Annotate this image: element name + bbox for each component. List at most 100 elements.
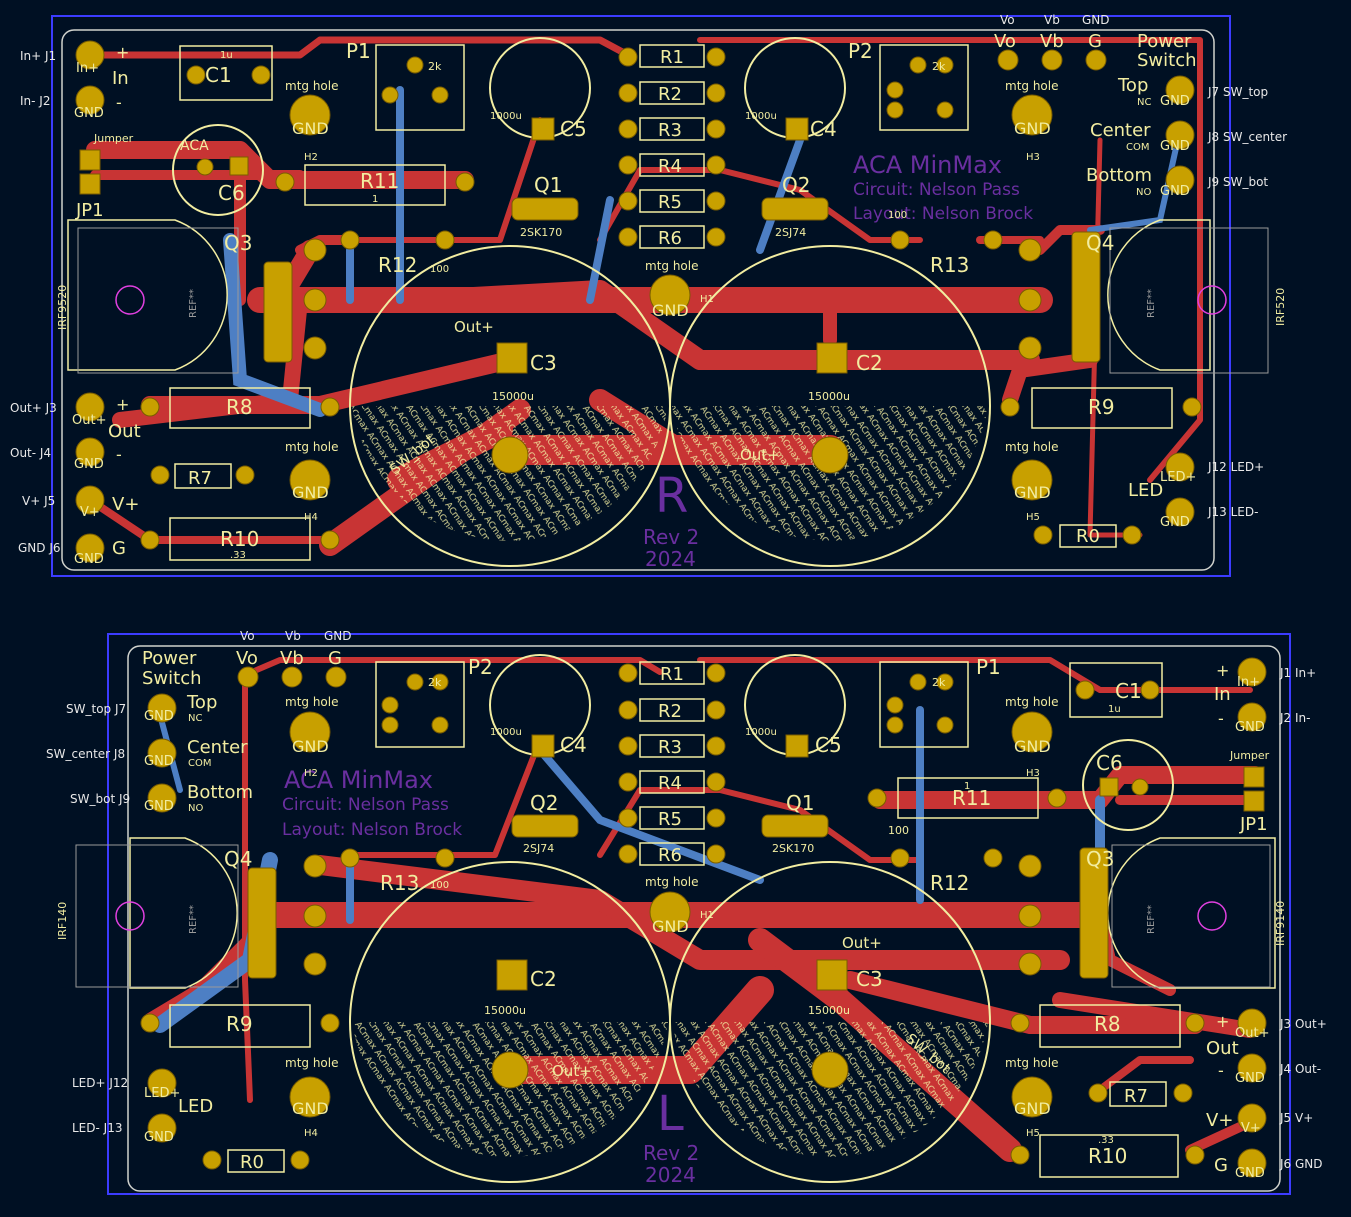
pad-label: GND: [1235, 1071, 1265, 1086]
pad-label: GND: [1160, 139, 1190, 154]
mtg-hole-label: mtg hole: [285, 440, 339, 454]
ref-c6: C6: [1096, 751, 1123, 775]
q3-package-outline: [77, 227, 239, 374]
pad-label: GND: [144, 799, 174, 814]
ref-p2: P2: [468, 655, 493, 679]
value-q2: 2SJ74: [775, 226, 806, 239]
ref-c3: C3: [856, 967, 883, 991]
conn-ref: SW_top J7: [66, 702, 126, 716]
pad-label: V+: [80, 505, 100, 520]
switch-title: Power: [142, 648, 197, 669]
refstar-left: REF**: [188, 905, 199, 934]
pad-symbol: -: [1218, 709, 1224, 728]
q3-part: IRF9520: [56, 285, 69, 330]
ref-h3: H3: [1026, 768, 1040, 779]
q3-package-outline: [1111, 844, 1271, 988]
capacitor-c6-body: [172, 124, 264, 216]
top-pin-ref: Vb: [1044, 13, 1060, 27]
ref-r13: R13: [380, 871, 419, 895]
ref-p2: P2: [848, 39, 873, 63]
conn-ref: J4 Out-: [1279, 1062, 1321, 1076]
hole-gnd: GND: [652, 301, 689, 320]
pad-label: In+: [76, 61, 99, 76]
switch-bottom: Bottom: [187, 782, 253, 803]
back-copper-traces: [223, 86, 1183, 417]
value-c3: 15000u: [808, 1004, 850, 1017]
pad-label: GND: [74, 457, 104, 472]
conn-ref: In- J2: [20, 94, 50, 108]
pad-label: GND: [1160, 94, 1190, 109]
mtg-hole-label: mtg hole: [285, 695, 339, 709]
ref-c1: C1: [1115, 679, 1142, 703]
value-r12: 100: [430, 264, 449, 275]
ref-r10: R10: [220, 527, 259, 551]
switch-center: Center: [187, 737, 248, 758]
pad-label: GND: [1235, 1166, 1265, 1181]
pad-label: LED+: [144, 1086, 180, 1101]
hole-gnd: GND: [292, 483, 329, 502]
pad-symbol: +: [1216, 1012, 1229, 1031]
q3-mount-hole: [115, 285, 145, 315]
pad-symbol: V+: [1206, 1110, 1233, 1131]
capacitor-c6-body: [1082, 739, 1174, 831]
value-c4: 1000u: [745, 111, 777, 122]
q4-package-outline: [75, 844, 239, 988]
pad-symbol: G: [1214, 1155, 1228, 1176]
ref-c4: C4: [560, 733, 587, 757]
ref-r4: R4: [658, 156, 682, 177]
out-plus-mark: Out+: [740, 446, 780, 464]
pad-symbol: -: [1218, 1061, 1224, 1080]
pad-symbol: +: [116, 43, 129, 62]
pad-label: Out+: [72, 413, 106, 428]
pad-label: GND: [144, 754, 174, 769]
mtg-hole-label: mtg hole: [285, 79, 339, 93]
ref-r3: R3: [658, 737, 682, 758]
conn-ref: J2 In-: [1279, 711, 1310, 725]
switch-center: Center: [1090, 120, 1151, 141]
value-r13: 100: [430, 880, 449, 891]
value-r10: .33: [1098, 1135, 1114, 1146]
ref-r12: R12: [378, 253, 417, 277]
ref-h4: H4: [304, 1128, 318, 1139]
value-q2: 2SJ74: [523, 842, 554, 855]
refstar-right: REF**: [1146, 289, 1157, 318]
jp-label: JP1: [1239, 814, 1268, 835]
ref-r4: R4: [658, 773, 682, 794]
q4-mount-hole: [115, 901, 145, 931]
pad-label: V+: [1241, 1121, 1261, 1136]
jumper-label: Jumper: [1229, 749, 1270, 762]
switch-bottom: Bottom: [1086, 165, 1152, 186]
pad-symbol: -: [116, 93, 122, 112]
ref-c4: C4: [810, 117, 837, 141]
conn-ref: GND J6: [18, 541, 61, 555]
ref-r5: R5: [658, 809, 682, 830]
revision: Rev 2: [643, 1141, 699, 1165]
board-layout: Layout: Nelson Brock: [282, 820, 462, 840]
hole-gnd: GND: [1014, 483, 1051, 502]
switch-top-sub: NC: [188, 713, 202, 724]
mtg-hole-label: mtg hole: [285, 1056, 339, 1070]
led-label: LED: [178, 1096, 213, 1117]
q4-package-outline: [1109, 227, 1269, 374]
hole-gnd: GND: [1014, 737, 1051, 756]
value-c5: 1000u: [745, 727, 777, 738]
ref-r11: R11: [952, 786, 991, 810]
value-c1: 1u: [1108, 704, 1121, 715]
pads: [140, 657, 1267, 1178]
jumper-label: Jumper: [93, 132, 134, 145]
hole-gnd: GND: [292, 119, 329, 138]
top-pin-label: G: [328, 648, 342, 669]
heatsink-outline-right: [1107, 219, 1211, 371]
labels: R Rev 2 2024 ACA MinMax Circuit: Nelson …: [10, 13, 1327, 1187]
pad-symbol: V+: [112, 494, 139, 515]
board-edge: [51, 15, 1231, 577]
top-pin-label: Vb: [280, 648, 304, 669]
pad-symbol: -: [116, 445, 122, 464]
value-r12: 100: [888, 824, 909, 837]
pad-label: Out+: [1235, 1026, 1269, 1041]
out-label: Out: [1206, 1038, 1239, 1059]
ref-r8: R8: [1094, 1012, 1121, 1036]
pad-label: GND: [1160, 184, 1190, 199]
ref-r6: R6: [658, 228, 682, 249]
ref-p1: P1: [346, 39, 371, 63]
